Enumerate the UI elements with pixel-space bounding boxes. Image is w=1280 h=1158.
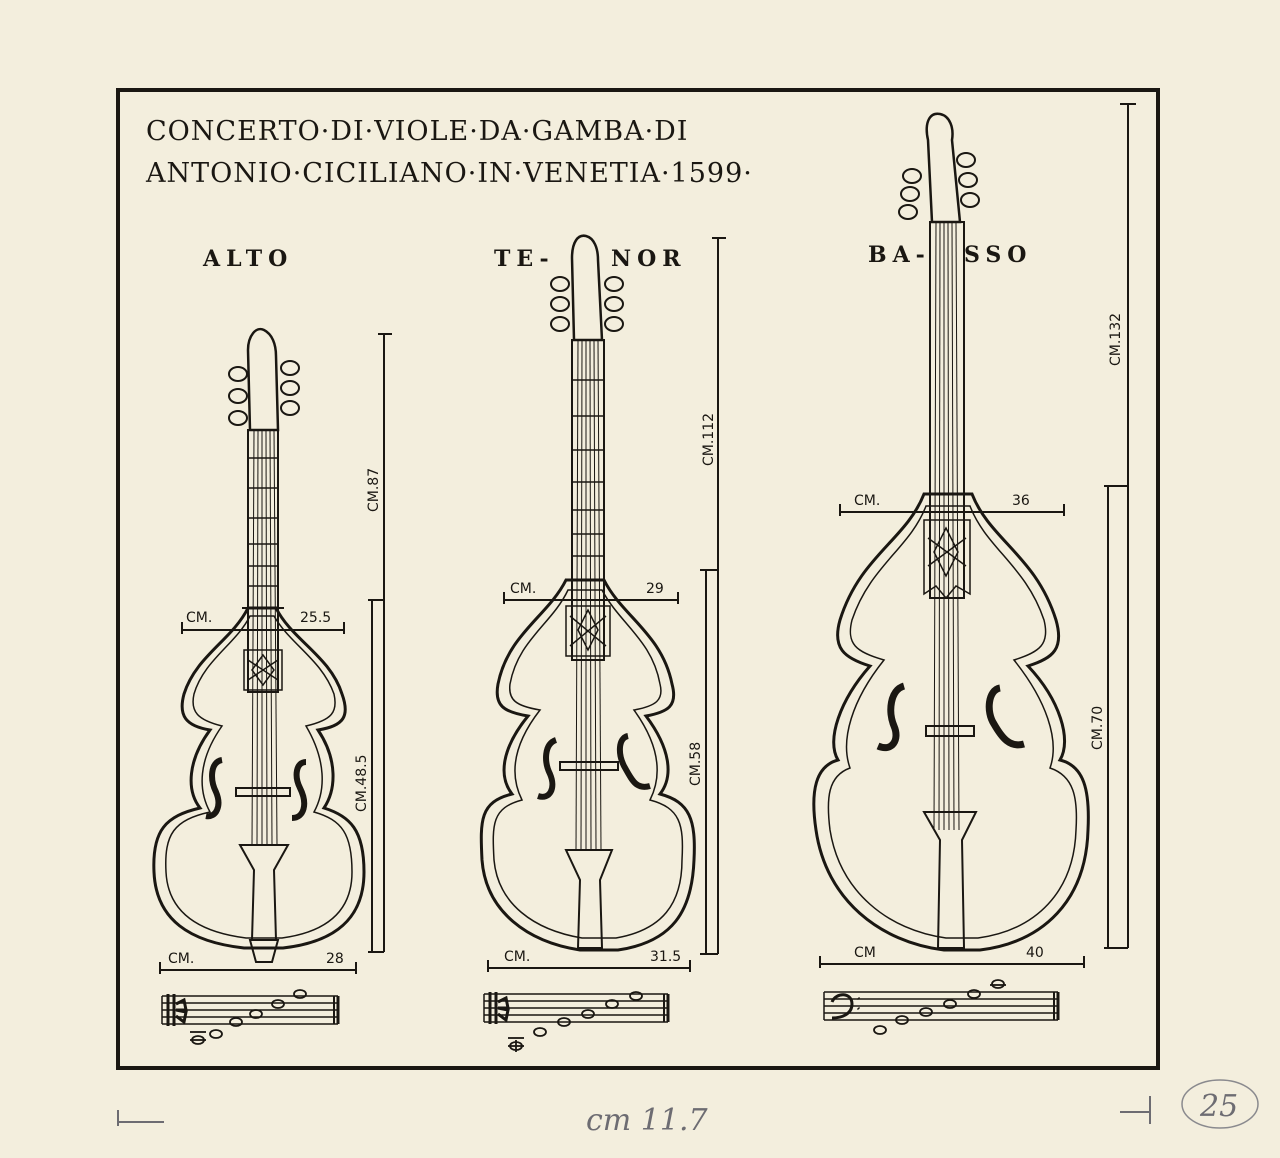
basso-music-staff bbox=[823, 991, 1060, 1021]
basso-height-line bbox=[1104, 103, 1136, 949]
page-number: 25 bbox=[1199, 1089, 1238, 1124]
basso-lower-width-value: 40 bbox=[1026, 945, 1044, 961]
alto-lower-width-line bbox=[159, 962, 357, 974]
alto-upper-width-value: 25.5 bbox=[300, 610, 331, 626]
tenor-body-outline bbox=[479, 578, 696, 952]
alto-upper-width-unit: CM. bbox=[186, 610, 212, 626]
alto-total-height-label: CM.87 bbox=[366, 468, 382, 512]
tenor-soundhole-right bbox=[616, 733, 651, 790]
tenor-staff-clef bbox=[488, 992, 510, 1024]
pencil-scale-note: cm 11.7 bbox=[586, 1103, 708, 1138]
basso-viol bbox=[812, 112, 1090, 952]
basso-staff-notes bbox=[873, 979, 1006, 1035]
tenor-lower-width-value: 31.5 bbox=[650, 949, 681, 965]
basso-total-height-label: CM.132 bbox=[1108, 313, 1124, 366]
basso-upper-width-line bbox=[839, 504, 1065, 516]
title-line-1: CONCERTO·DI·VIOLE·DA·GAMBA·DI bbox=[146, 116, 688, 147]
basso-staff-clef bbox=[830, 993, 861, 1020]
basso-lower-width-unit: CM bbox=[854, 945, 876, 961]
tenor-label-left: TE- bbox=[494, 246, 555, 272]
tenor-pegbox bbox=[570, 234, 604, 342]
drawing-frame bbox=[116, 88, 1160, 1070]
tenor-lower-width-unit: CM. bbox=[504, 949, 530, 965]
basso-upper-width-unit: CM. bbox=[854, 493, 880, 509]
alto-pegbox bbox=[246, 327, 280, 432]
basso-upper-width-value: 36 bbox=[1012, 493, 1030, 509]
tenor-upper-width-value: 29 bbox=[646, 581, 664, 597]
alto-tailpiece bbox=[238, 844, 290, 941]
basso-pegbox bbox=[925, 112, 962, 224]
alto-height-line bbox=[368, 333, 392, 953]
alto-label: ALTO bbox=[202, 246, 293, 272]
alto-staff-notes bbox=[190, 989, 307, 1045]
tenor-soundhole-left bbox=[537, 737, 558, 800]
page-number-circle bbox=[1181, 1079, 1259, 1129]
tenor-total-height-label: CM.112 bbox=[701, 413, 717, 466]
tenor-staff-notes bbox=[508, 991, 643, 1052]
tenor-upper-width-line bbox=[503, 592, 679, 604]
alto-soundhole-left bbox=[205, 757, 224, 820]
tenor-viol bbox=[479, 234, 696, 952]
alto-lower-width-unit: CM. bbox=[168, 951, 194, 967]
tenor-height-line bbox=[700, 237, 726, 955]
alto-body-outline bbox=[152, 606, 366, 950]
tenor-tailpiece bbox=[564, 849, 614, 949]
basso-label-left: BA- bbox=[868, 242, 931, 268]
basso-tailpiece bbox=[922, 811, 978, 949]
alto-soundhole-right bbox=[291, 759, 308, 821]
alto-lower-width-value: 28 bbox=[326, 951, 344, 967]
tenor-body-height-label: CM.58 bbox=[688, 742, 704, 786]
alto-upper-width-line bbox=[181, 622, 345, 634]
basso-soundhole-left bbox=[876, 682, 906, 751]
basso-lower-width-line bbox=[819, 956, 1085, 968]
alto-viol bbox=[152, 327, 366, 963]
tenor-upper-width-unit: CM. bbox=[510, 581, 536, 597]
basso-body-outline bbox=[812, 492, 1090, 952]
alto-music-staff bbox=[161, 995, 340, 1025]
tenor-label-right: NOR bbox=[611, 246, 687, 272]
tenor-lower-width-line bbox=[487, 960, 691, 972]
tenor-music-staff bbox=[483, 993, 670, 1023]
alto-body-height-label: CM.48.5 bbox=[354, 755, 370, 812]
basso-body-height-label: CM.70 bbox=[1090, 706, 1106, 750]
basso-label-right: SSO bbox=[964, 242, 1032, 268]
basso-soundhole-right bbox=[985, 684, 1025, 749]
pencil-scale-bar bbox=[117, 1096, 1151, 1126]
title-line-2: ANTONIO·CICILIANO·IN·VENETIA·1599· bbox=[145, 158, 753, 189]
alto-staff-clef bbox=[166, 994, 188, 1026]
